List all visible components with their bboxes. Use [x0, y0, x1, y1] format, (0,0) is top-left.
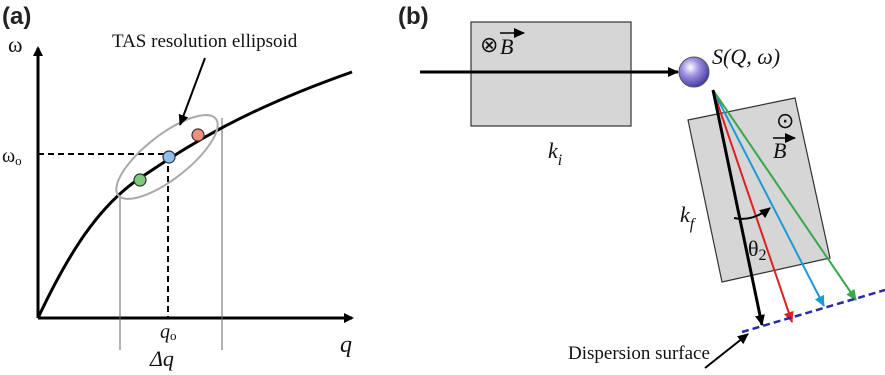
x-axis-label: q: [340, 332, 352, 358]
red-dot: [191, 128, 205, 142]
panel-a-label: (a): [2, 3, 31, 30]
field-out-letter: B: [773, 138, 786, 163]
red-scattered-ray: [712, 89, 794, 323]
sample-sphere: [678, 56, 710, 88]
ellipsoid-annotation: TAS resolution ellipsoid: [112, 31, 298, 52]
omega0-label: ωo: [2, 145, 22, 168]
dispersion-pointer-arrow: [704, 333, 749, 369]
green-dot: [133, 173, 147, 187]
blue-dot: [162, 150, 176, 164]
dispersion-surface-label: Dispersion surface: [568, 343, 710, 364]
theta2-label: θ2: [748, 236, 767, 264]
panel-b-label: (b): [398, 3, 429, 30]
delta-q-label: Δq: [149, 346, 174, 371]
field-in-letter: B: [500, 34, 513, 59]
theta2-arc-arrow: [733, 207, 771, 220]
dispersion-surface-line: [741, 288, 885, 334]
panel-b: (b) ⊗ B ki ⊙ B θ2 kf Dispersion surface: [398, 3, 885, 369]
incoming-field-box: [470, 21, 632, 127]
blue-scattered-ray: [712, 89, 825, 307]
field-out-symbol: ⊙: [776, 108, 794, 133]
field-in-symbol: ⊗: [480, 32, 498, 57]
kf-label: kf: [680, 202, 697, 233]
resolution-ellipsoid: [115, 114, 219, 200]
q0-label: qo: [160, 321, 177, 343]
sample-label: S(Q, ω): [712, 44, 780, 69]
dispersion-curve: [36, 70, 353, 319]
y-axis-label: ω: [8, 32, 22, 57]
green-scattered-ray: [712, 89, 857, 301]
ki-label: ki: [548, 138, 562, 169]
panel-a: (a) ω q TAS resolution ellipsoid ωo qo Δ…: [2, 3, 354, 371]
annotation-arrow: [178, 57, 206, 126]
kf-beam-arrow: [711, 89, 765, 326]
